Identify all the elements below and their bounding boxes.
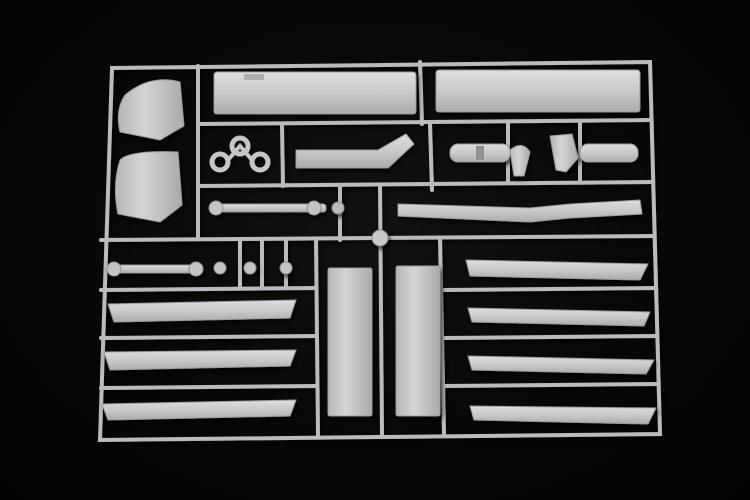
outer-runner xyxy=(97,59,663,443)
sprue-frame xyxy=(97,59,663,443)
runner-h6 xyxy=(99,384,318,390)
center-plate-left xyxy=(327,267,373,417)
guard-right-4 xyxy=(469,405,657,425)
runner-h8 xyxy=(442,334,659,340)
runner-h5 xyxy=(99,334,318,340)
long-bar xyxy=(397,199,643,223)
bent-bracket xyxy=(295,133,415,169)
runner-v5 xyxy=(280,124,285,188)
exhaust-assembly xyxy=(449,133,639,177)
guard-left-3 xyxy=(101,399,297,421)
guard-right-2 xyxy=(467,307,651,327)
runner-v4 xyxy=(428,122,434,192)
panel-top-left xyxy=(213,71,417,115)
runner-h2 xyxy=(196,180,654,188)
runner-v12 xyxy=(418,60,424,126)
guard-left-1 xyxy=(107,299,297,323)
runner-v2 xyxy=(314,238,320,438)
axle-shaft-upper xyxy=(208,200,345,216)
runner-h7 xyxy=(442,286,658,292)
axle-shaft-lower xyxy=(106,261,204,277)
guard-right-1 xyxy=(465,259,649,281)
runner-v3 xyxy=(438,236,446,436)
runner-center xyxy=(378,184,384,436)
small-joint-parts xyxy=(213,261,293,275)
sprue-parts xyxy=(101,69,657,425)
guard-right-3 xyxy=(467,355,655,375)
center-plate-right xyxy=(395,265,441,417)
panel-top-right xyxy=(435,69,641,113)
guard-left-2 xyxy=(103,349,297,371)
runner-h9 xyxy=(442,382,660,388)
ring-cluster xyxy=(209,135,271,173)
fender-part-lower xyxy=(114,151,183,223)
panel-tab xyxy=(244,74,264,80)
runner-h4 xyxy=(99,286,318,292)
fender-part-upper xyxy=(117,79,185,141)
center-hub xyxy=(371,229,389,247)
